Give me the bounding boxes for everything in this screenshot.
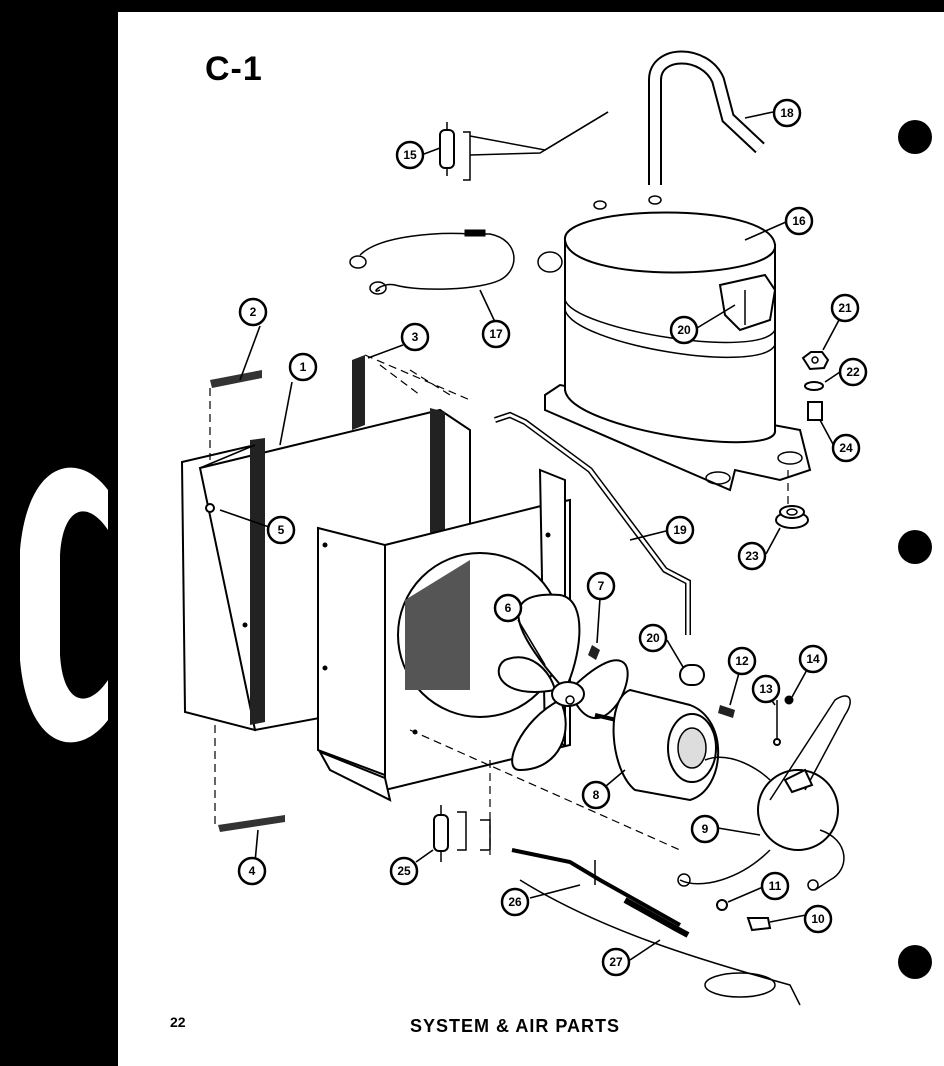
callout-20-plug: 20 — [638, 623, 668, 653]
callout-18: 18 — [772, 98, 802, 128]
svg-text:13: 13 — [759, 682, 773, 696]
svg-text:5: 5 — [278, 523, 285, 537]
callout-26: 26 — [500, 887, 530, 917]
callout-13: 13 — [751, 674, 781, 704]
callout-5: 5 — [266, 515, 296, 545]
callout-27: 27 — [601, 947, 631, 977]
svg-text:3: 3 — [412, 330, 419, 344]
punch-hole — [898, 530, 932, 564]
svg-text:17: 17 — [489, 327, 503, 341]
part-3-coil-strip — [352, 354, 471, 430]
svg-text:8: 8 — [593, 788, 600, 802]
part-2-bracket — [209, 370, 262, 460]
punch-hole — [898, 945, 932, 979]
part-9-motor-bracket — [677, 695, 851, 891]
callout-10: 10 — [803, 904, 833, 934]
callout-1: 1 — [288, 352, 318, 382]
callout-25: 25 — [389, 856, 419, 886]
callout-2: 2 — [238, 297, 268, 327]
callout-17: 17 — [481, 319, 511, 349]
part-7-set-screw — [588, 645, 600, 660]
callout-8: 8 — [581, 780, 611, 810]
callout-22: 22 — [838, 357, 868, 387]
svg-text:21: 21 — [838, 301, 852, 315]
svg-text:20: 20 — [646, 631, 660, 645]
part-20-plug — [679, 664, 705, 686]
svg-text:12: 12 — [735, 654, 749, 668]
svg-text:20: 20 — [677, 323, 691, 337]
svg-text:7: 7 — [598, 579, 605, 593]
callout-24: 24 — [831, 433, 861, 463]
svg-text:14: 14 — [806, 652, 820, 666]
punch-hole — [898, 120, 932, 154]
part-6-fan-blade — [497, 593, 629, 772]
part-12-screw — [718, 705, 735, 718]
part-22-washer — [804, 381, 824, 391]
part-11-washer — [716, 899, 728, 911]
part-24-sleeve — [807, 401, 823, 421]
part-21-nut — [801, 351, 830, 371]
svg-text:22: 22 — [846, 365, 860, 379]
page-number: 22 — [170, 1014, 186, 1030]
part-27-capillary — [519, 879, 801, 1006]
svg-text:6: 6 — [505, 601, 512, 615]
svg-text:10: 10 — [811, 912, 825, 926]
callout-11: 11 — [760, 871, 790, 901]
svg-text:1: 1 — [300, 360, 307, 374]
part-10-bolt — [746, 917, 772, 932]
svg-text:4: 4 — [249, 864, 256, 878]
svg-text:11: 11 — [769, 879, 782, 893]
callout-7: 7 — [586, 571, 616, 601]
svg-text:19: 19 — [673, 523, 687, 537]
section-tab-letter — [20, 467, 108, 743]
svg-text:18: 18 — [780, 106, 794, 120]
part-4-bracket — [214, 725, 285, 832]
part-17-wire-harness — [349, 229, 515, 295]
svg-text:2: 2 — [250, 305, 257, 319]
callout-21: 21 — [830, 293, 860, 323]
callout-4: 4 — [237, 856, 267, 886]
part-25-capacitor — [433, 805, 491, 862]
callout-19: 19 — [665, 515, 695, 545]
callout-16: 16 — [784, 206, 814, 236]
part-13-pin — [773, 700, 781, 746]
part-18-tube — [648, 50, 765, 185]
callout-14: 14 — [798, 644, 828, 674]
part-8-fan-motor — [594, 688, 720, 802]
callout-9: 9 — [690, 814, 720, 844]
part-15-drier — [439, 111, 609, 181]
svg-text:23: 23 — [745, 549, 759, 563]
callout-6: 6 — [493, 593, 523, 623]
svg-text:16: 16 — [792, 214, 806, 228]
assembly-guides — [379, 364, 681, 855]
svg-text:24: 24 — [839, 441, 853, 455]
part-14-nut — [784, 695, 794, 705]
part-19-capillary-tube — [494, 411, 691, 635]
svg-text:15: 15 — [403, 148, 417, 162]
svg-text:26: 26 — [508, 895, 522, 909]
callout-15: 15 — [395, 140, 425, 170]
part-26-thermostat-probe — [511, 848, 690, 938]
part-16-compressor — [537, 195, 812, 492]
callout-12: 12 — [727, 646, 757, 676]
callout-3: 3 — [400, 322, 430, 352]
page-title: SYSTEM & AIR PARTS — [410, 1016, 621, 1036]
svg-text:25: 25 — [397, 864, 411, 878]
callout-20-terminal-cover: 20 — [669, 315, 699, 345]
callout-23: 23 — [737, 541, 767, 571]
section-code: C-1 — [205, 50, 263, 88]
svg-text:9: 9 — [702, 822, 709, 836]
part-23-grommet — [775, 470, 809, 529]
svg-text:27: 27 — [609, 955, 623, 969]
